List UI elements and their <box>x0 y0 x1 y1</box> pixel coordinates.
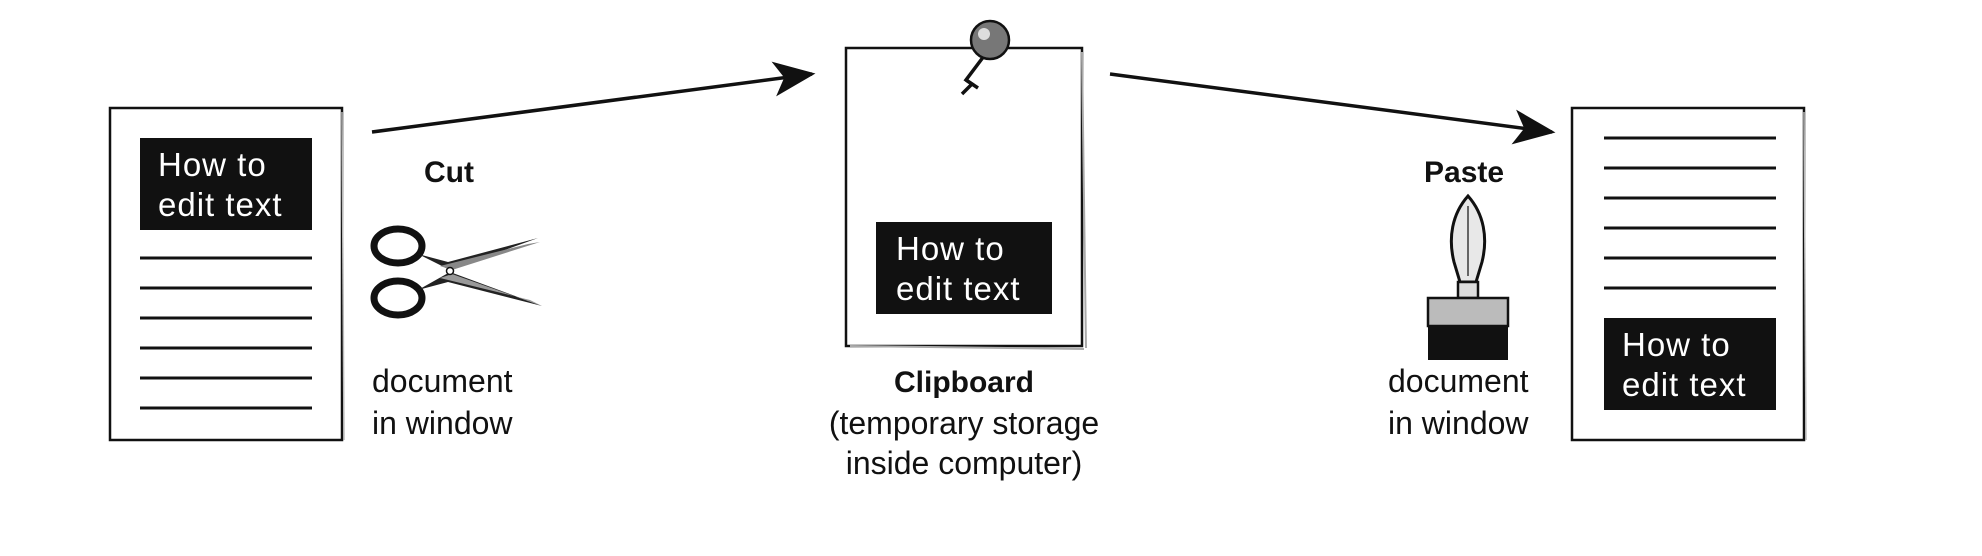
right-document-text-lines <box>1604 136 1776 290</box>
paste-label: Paste <box>1424 156 1504 189</box>
right-document: How to edit text <box>1570 106 1807 442</box>
right-document-caption-line-2: in window <box>1388 405 1529 441</box>
left-document-highlight <box>140 138 312 230</box>
paste-arrow <box>1109 72 1556 145</box>
left-document-highlight-line-1: How to <box>158 146 267 183</box>
left-document: How to edit text <box>108 106 345 442</box>
paintbrush-icon <box>1426 193 1510 360</box>
clipboard-highlight-line-2: edit text <box>896 270 1021 307</box>
right-document-highlight-line-1: How to <box>1622 326 1731 363</box>
clipboard-label: Clipboard <box>894 366 1034 399</box>
scissors-icon <box>370 225 542 319</box>
right-document-caption-line-1: document <box>1388 363 1529 399</box>
pushpin-icon <box>960 19 1011 96</box>
clipboard-highlight-line-1: How to <box>896 230 1005 267</box>
clipboard-highlight <box>876 222 1052 314</box>
left-document-caption-line-1: document <box>372 363 513 399</box>
left-document-highlight-line-2: edit text <box>158 186 283 223</box>
left-document-caption-line-2: in window <box>372 405 513 441</box>
left-document-text-lines <box>140 256 312 410</box>
right-document-highlight-line-2: edit text <box>1622 366 1747 403</box>
clipboard-caption-line-2: inside computer) <box>846 445 1083 481</box>
clipboard: How to edit text <box>844 46 1087 350</box>
cut-label: Cut <box>424 156 474 189</box>
clipboard-caption-line-1: (temporary storage <box>829 405 1099 441</box>
cut-arrow <box>371 61 816 134</box>
right-document-highlight <box>1604 318 1776 410</box>
